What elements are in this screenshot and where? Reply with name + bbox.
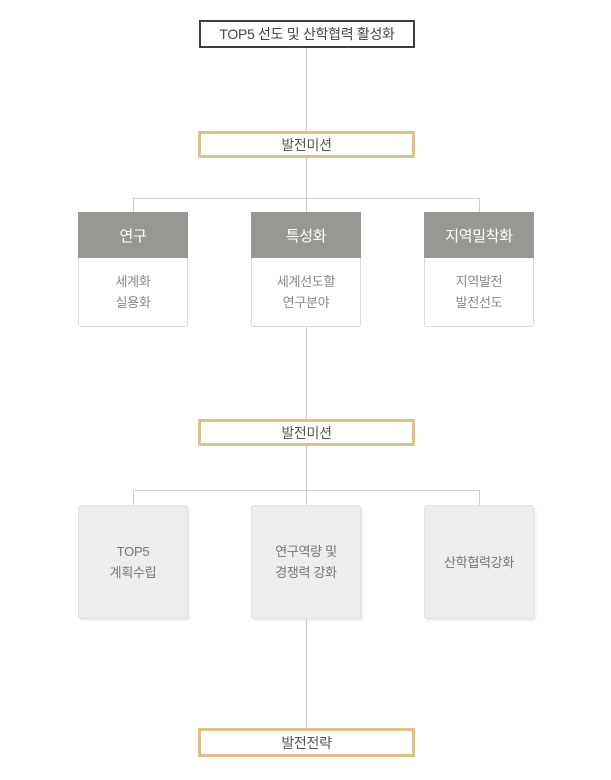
connector-mission-stem (306, 158, 307, 198)
root-node: TOP5 선도 및 산학협력 활성화 (199, 20, 415, 48)
column-body-line: 발전선도 (455, 295, 503, 310)
strategy-line: 경쟁력 강화 (275, 565, 337, 580)
connector-root-to-mission (306, 48, 307, 131)
footer-label: 발전전략 (281, 734, 332, 751)
column-header-label: 연구 (119, 227, 147, 245)
connector-mission2-stem (306, 446, 307, 490)
column-body-line: 실용화 (115, 295, 151, 310)
column-header-research: 연구 (78, 212, 188, 258)
column-header-specialization: 특성화 (251, 212, 361, 258)
connector-columns-to-mission (306, 327, 307, 419)
column-body-line: 연구분야 (282, 295, 330, 310)
connector-stub2-right (479, 490, 480, 505)
column-body-regional: 지역발전 발전선도 (424, 258, 534, 327)
column-header-label: 특성화 (285, 227, 327, 245)
mission-bottom-label: 발전미션 (281, 424, 332, 441)
column-body-line: 지역발전 (455, 274, 503, 289)
connector-stub2-center (306, 490, 307, 505)
mission-top-label: 발전미션 (281, 136, 332, 153)
connector-stub-center (306, 198, 307, 212)
connector-strategies-to-footer (306, 619, 307, 728)
root-label: TOP5 선도 및 산학협력 활성화 (219, 26, 395, 42)
column-header-regional: 지역밀착화 (424, 212, 534, 258)
strategy-line: 산학협력강화 (444, 554, 514, 570)
strategy-line: TOP5 (116, 544, 150, 559)
strategy-card-industry-cooperation: 산학협력강화 (424, 505, 534, 619)
connector-stub-right (479, 198, 480, 212)
mission-bottom-node: 발전미션 (198, 419, 415, 446)
column-body-specialization: 세계선도할 연구분야 (251, 258, 361, 327)
mission-top-node: 발전미션 (198, 131, 415, 158)
column-body-research: 세계화 실용화 (78, 258, 188, 327)
connector-stub-left (133, 198, 134, 212)
column-body-line: 세계화 (115, 274, 151, 289)
column-body-line: 세계선도할 (276, 274, 336, 289)
connector-stub2-left (133, 490, 134, 505)
strategy-card-top5-plan: TOP5 계획수립 (78, 505, 188, 619)
strategy-card-research-competitiveness: 연구역량 및 경쟁력 강화 (251, 505, 361, 619)
strategy-line: 연구역량 및 (275, 544, 337, 559)
strategy-line: 계획수립 (109, 565, 157, 580)
footer-node: 발전전략 (198, 728, 415, 757)
column-header-label: 지역밀착화 (445, 227, 513, 245)
